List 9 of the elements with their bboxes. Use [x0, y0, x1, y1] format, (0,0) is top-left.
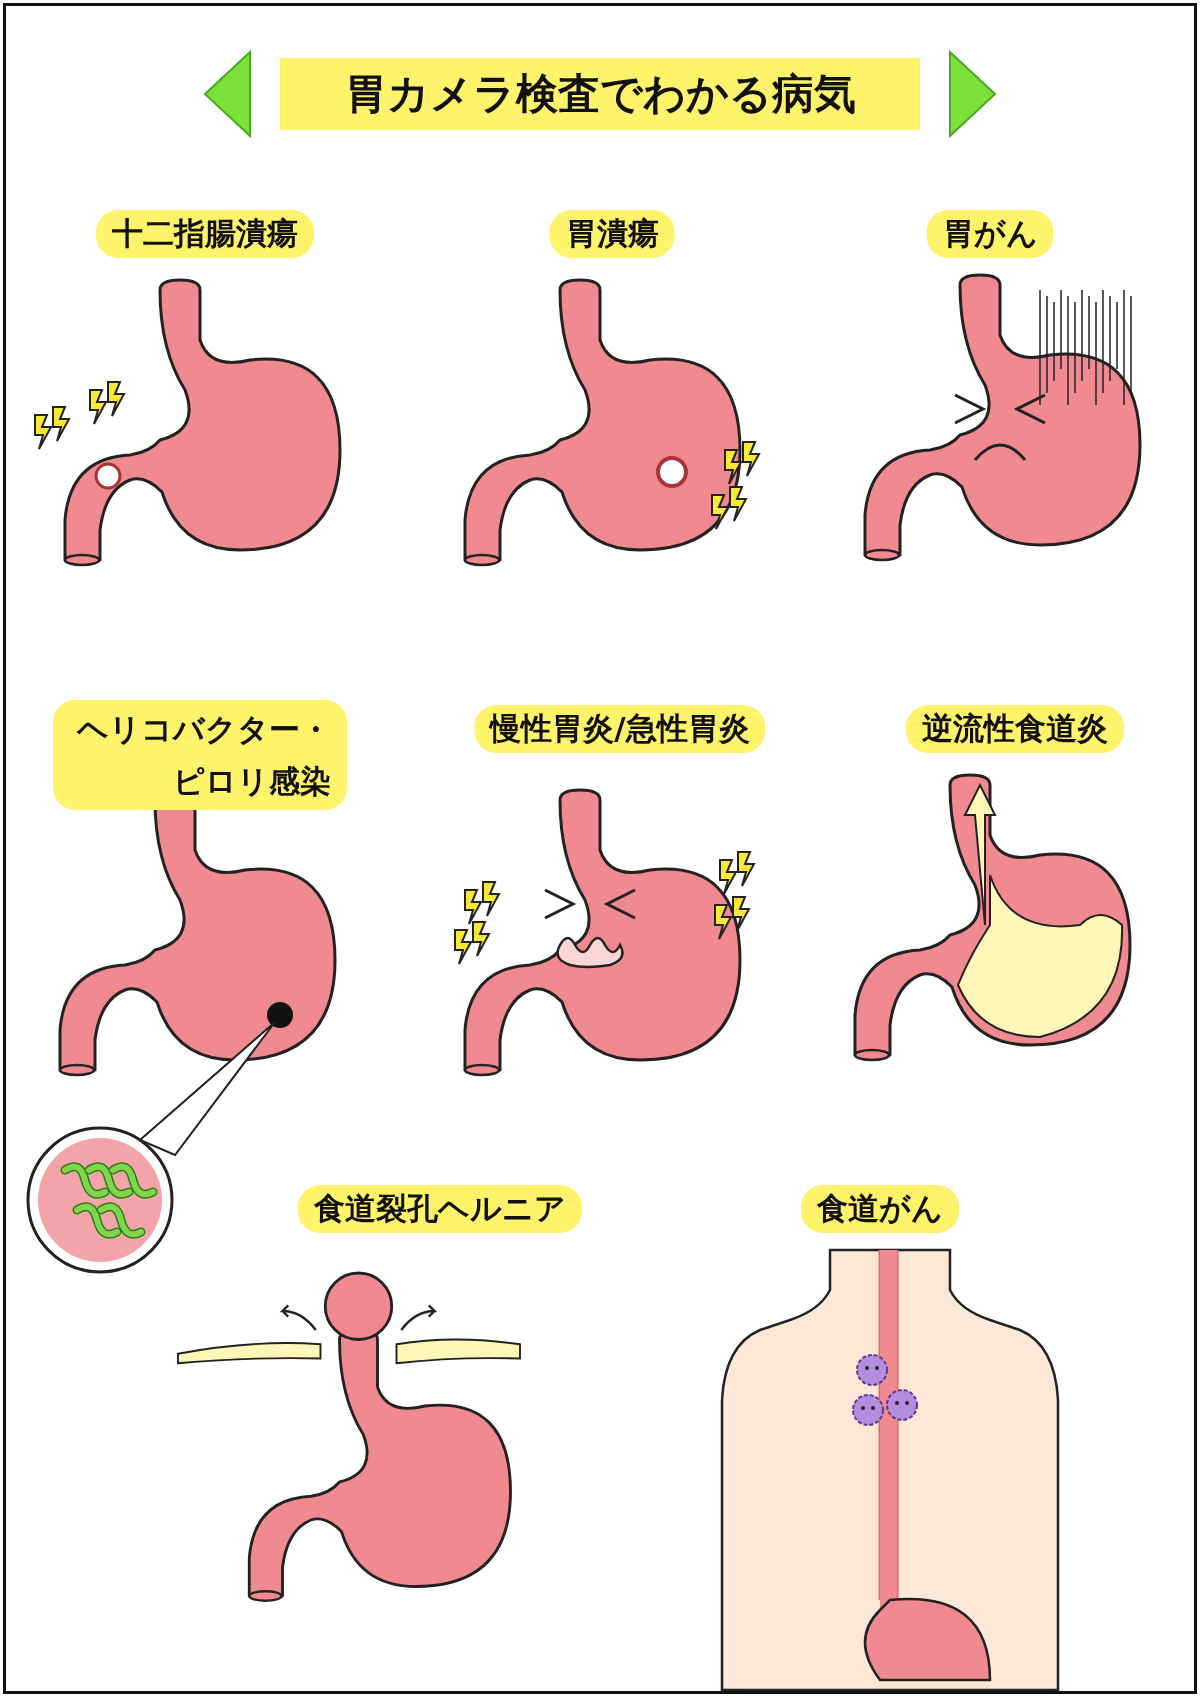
disease-label: 食道裂孔ヘルニア [298, 1185, 582, 1233]
disease-label: 逆流性食道炎 [906, 705, 1124, 753]
disease-label: ヘリコバクター・ピロリ感染 [53, 700, 347, 810]
disease-label: 慢性胃炎/急性胃炎 [474, 705, 766, 753]
disease-label: 胃潰瘍 [549, 210, 675, 258]
disease-label: 食道がん [801, 1185, 959, 1233]
disease-label: 十二指腸潰瘍 [96, 210, 314, 258]
disease-label: 胃がん [926, 210, 1054, 258]
title-banner: 胃カメラ検査でわかる病気 [280, 58, 920, 130]
